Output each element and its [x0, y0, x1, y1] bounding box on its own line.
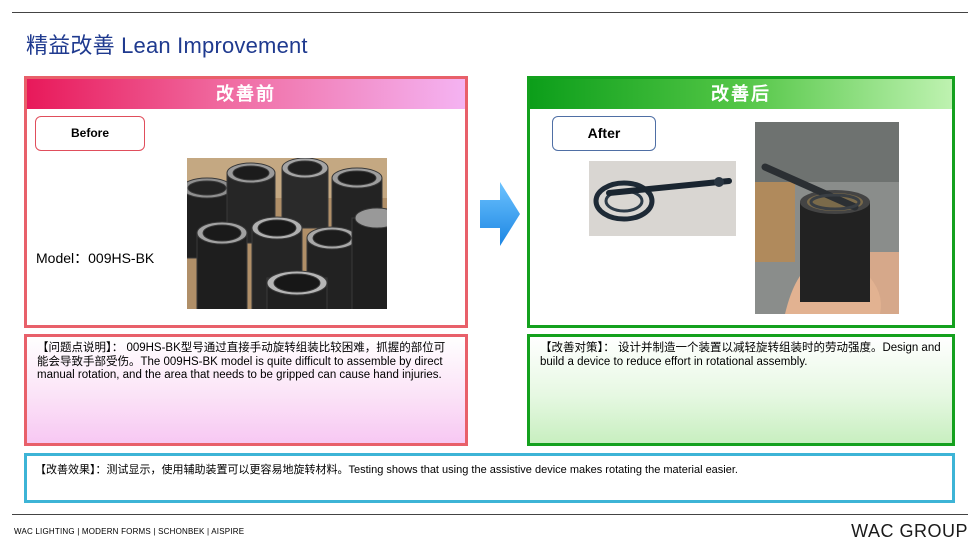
improvement-effect-box: 【改善效果】：测试显示，使用辅助装置可以更容易地旋转材料。Testing sho…: [24, 453, 955, 503]
black-metal-cylinders-photo: [187, 158, 387, 309]
after-panel: 改善后 After: [527, 76, 955, 328]
measure-text: 设计并制造一个装置以减轻旋转组装时的劳动强度。Design and build …: [540, 342, 941, 368]
before-header: 改善前: [27, 79, 465, 109]
wac-group-logo: WAC GROUP: [851, 521, 968, 541]
tool-in-use-photo: [755, 122, 899, 314]
top-divider: [12, 12, 968, 13]
after-header: 改善后: [530, 79, 952, 109]
page-title: 精益改善 Lean Improvement: [26, 33, 308, 58]
after-tag: After: [552, 116, 656, 151]
assembly-tool-photo: [589, 161, 736, 236]
effect-label: 【改善效果】：: [35, 464, 107, 476]
bottom-divider: [12, 514, 968, 515]
model-label: Model：009HS-BK: [36, 250, 155, 266]
right-arrow-icon: [480, 182, 520, 251]
before-tag: Before: [35, 116, 145, 151]
measure-label: 【改善对策】：: [540, 342, 615, 354]
problem-label: 【问题点说明】：: [37, 342, 124, 354]
before-panel: 改善前 Before Model：009HS-BK: [24, 76, 468, 328]
effect-text: 测试显示，使用辅助装置可以更容易地旋转材料。Testing shows that…: [106, 464, 738, 476]
problem-text: 009HS-BK型号通过直接手动旋转组装比较困难，抓握的部位可能会导致手部受伤。…: [37, 342, 446, 381]
problem-description-box: 【问题点说明】： 009HS-BK型号通过直接手动旋转组装比较困难，抓握的部位可…: [24, 334, 468, 446]
footer-brands: WAC LIGHTING | MODERN FORMS | SCHONBEK |…: [14, 527, 245, 536]
improvement-measure-box: 【改善对策】： 设计并制造一个装置以减轻旋转组装时的劳动强度。Design an…: [527, 334, 955, 446]
